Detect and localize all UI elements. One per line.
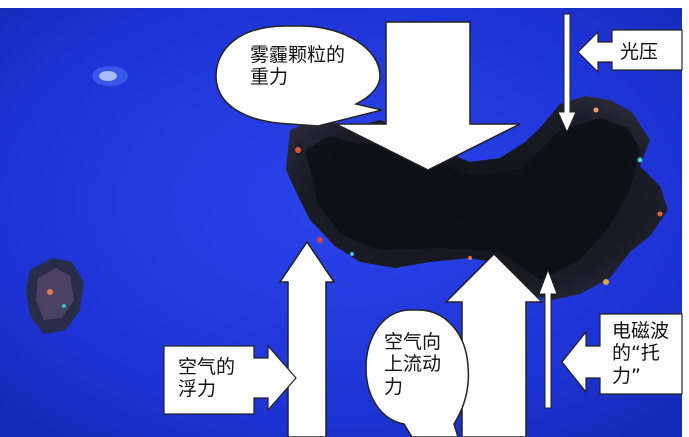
buoyancy-label-line-2: 浮力 bbox=[178, 378, 217, 401]
magnetic-arrow bbox=[538, 268, 558, 409]
magnetic-label-line-2: 的“托 bbox=[612, 342, 660, 365]
magnetic-label-line-3: 力” bbox=[612, 364, 641, 387]
updraft-label-line-3: 力 bbox=[384, 375, 404, 398]
buoyancy-arrow bbox=[278, 240, 336, 437]
magnetic-label-line-1: 电磁波 bbox=[612, 320, 670, 342]
gravity-bubble bbox=[215, 25, 383, 127]
updraft-arrow bbox=[444, 252, 544, 437]
light-pressure-label: 光压 bbox=[620, 41, 659, 63]
small-particle-top bbox=[92, 66, 128, 86]
magnetic-label: 电磁波 的“托 力” bbox=[612, 320, 669, 387]
gravity-label-line-2: 重力 bbox=[250, 66, 289, 89]
updraft-label-line-2: 上流动 bbox=[384, 353, 442, 376]
updraft-label-line-1: 空气向 bbox=[384, 331, 442, 353]
gravity-label-line-1: 雾霾颗粒的 bbox=[250, 44, 346, 66]
updraft-label: 空气向 上流动 力 bbox=[384, 331, 441, 398]
buoyancy-label: 空气的 浮力 bbox=[178, 356, 235, 401]
small-particle-left bbox=[26, 258, 84, 334]
updraft-bubble bbox=[365, 309, 470, 437]
buoyancy-label-line-1: 空气的 bbox=[178, 356, 236, 378]
magnetic-callout bbox=[561, 313, 683, 395]
gravity-arrow bbox=[335, 21, 521, 171]
light-pressure-arrow bbox=[557, 13, 577, 134]
gravity-label: 雾霾颗粒的 重力 bbox=[250, 44, 345, 89]
buoyancy-callout bbox=[163, 344, 297, 415]
light-pressure-callout bbox=[577, 29, 683, 74]
